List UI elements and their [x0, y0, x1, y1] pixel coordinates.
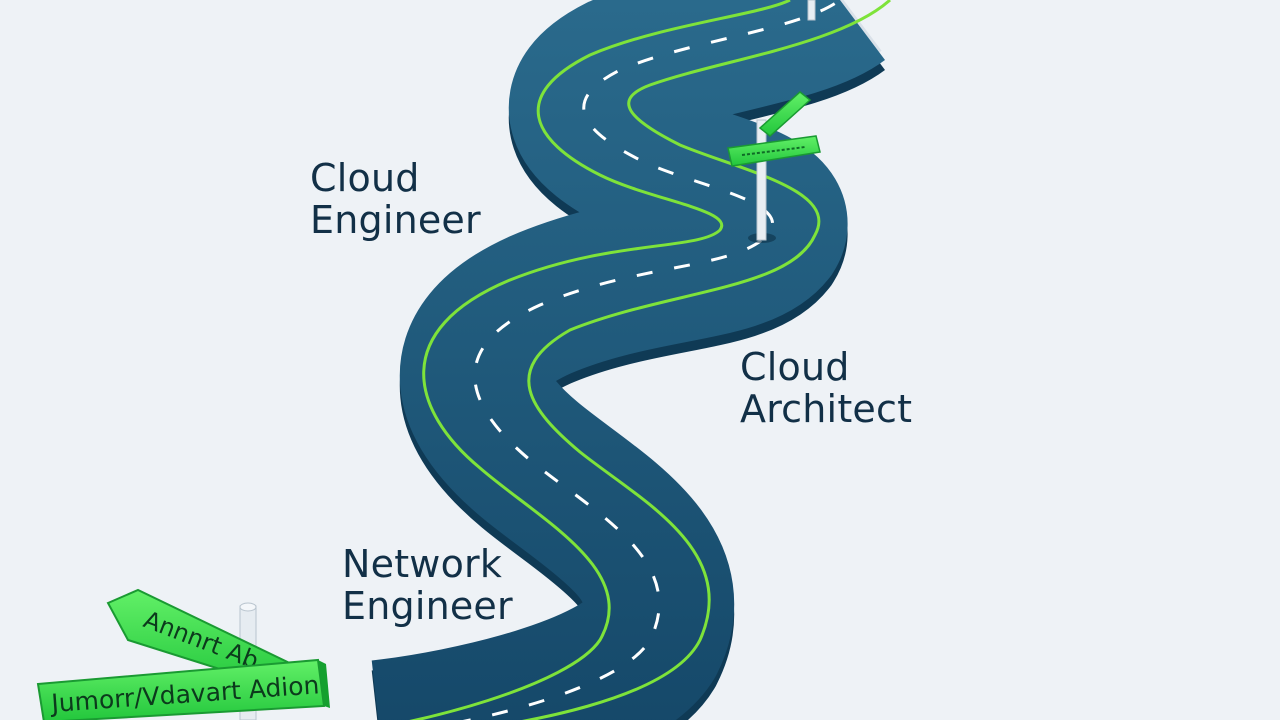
winding-road — [371, 0, 885, 720]
signpost-front: Annnrt Ab Jumorr/Vdavart Adion — [36, 588, 330, 720]
signpost-top — [807, 0, 816, 21]
career-label-cloud-architect-line1: Cloud — [740, 345, 850, 389]
career-label-network-engineer-line1: Network — [342, 542, 503, 586]
career-label-cloud-engineer-line1: Cloud — [310, 156, 420, 200]
career-label-network-engineer: Network Engineer — [342, 543, 513, 627]
career-label-cloud-engineer: Cloud Engineer — [310, 157, 481, 241]
career-label-network-engineer-line2: Engineer — [342, 584, 513, 628]
sign-board-front-lower: Jumorr/Vdavart Adion — [36, 658, 330, 720]
sign-board-upper-diagonal — [758, 91, 812, 137]
career-label-cloud-architect-line2: Architect — [740, 387, 913, 431]
road-edge-line-left — [409, 0, 791, 720]
career-label-cloud-engineer-line2: Engineer — [310, 198, 481, 242]
career-label-cloud-architect: Cloud Architect — [740, 346, 912, 430]
road-edge-line-right — [521, 0, 892, 720]
signpost-upper — [727, 91, 821, 243]
